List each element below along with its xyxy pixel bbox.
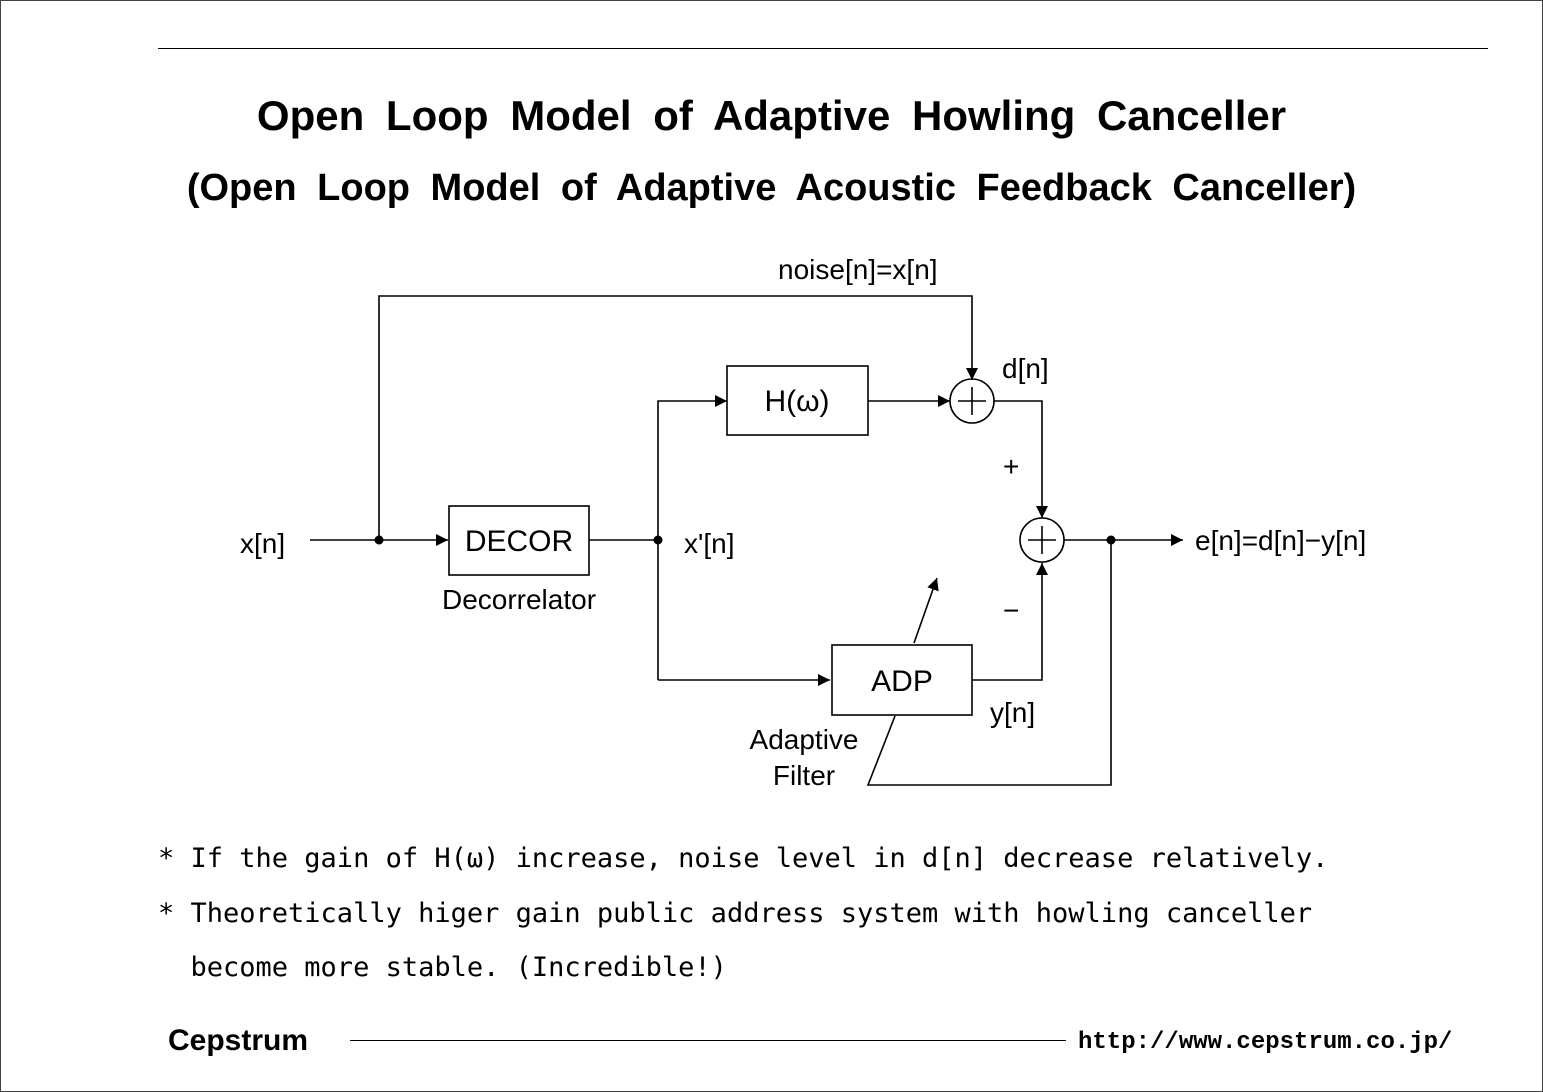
slide-title: Open Loop Model of Adaptive Howling Canc…: [256, 92, 1287, 139]
decor-branch-dot: [653, 535, 663, 545]
h-input-wire: [657, 395, 727, 680]
summing-junction-top: [949, 378, 995, 424]
y-signal-label: y[n]: [990, 697, 1035, 728]
decor-output-label: x'[n]: [684, 528, 734, 559]
input-branch-dot: [374, 535, 384, 545]
decor-caption: Decorrelator: [442, 584, 596, 615]
error-feedback-wire: [866, 540, 1112, 786]
slide-subtitle: (Open Loop Model of Adaptive Acoustic Fe…: [186, 167, 1357, 209]
adp-caption-line1: Adaptive: [750, 724, 859, 755]
adp-caption-line2: Filter: [773, 760, 835, 791]
decor-block-label: DECOR: [465, 525, 573, 558]
summing-junction-output: [1019, 517, 1065, 563]
plus-sign-label: +: [1003, 451, 1019, 482]
footer-rule: [350, 1040, 1066, 1041]
h-block-label: H(ω): [764, 385, 829, 418]
note-line-2: * Theoretically higer gain public addres…: [158, 898, 1313, 929]
note-line-1: * If the gain of H(ω) increase, noise le…: [158, 843, 1329, 874]
h-block: [726, 365, 869, 436]
y-signal-wire: [972, 563, 1048, 681]
top-rule: [158, 48, 1488, 49]
d-signal-wire: [994, 400, 1048, 518]
input-label: x[n]: [240, 528, 285, 559]
noise-path-wire: [378, 295, 978, 540]
output-branch-dot: [1106, 535, 1116, 545]
note-line-3: become more stable. (Incredible!): [158, 952, 727, 983]
adp-block-label: ADP: [871, 665, 933, 698]
noise-label: noise[n]=x[n]: [778, 254, 938, 285]
adp-block: [831, 644, 973, 716]
output-label: e[n]=d[n]−y[n]: [1195, 525, 1366, 556]
footer-url[interactable]: http://www.cepstrum.co.jp/: [1078, 1029, 1453, 1056]
minus-sign-label: −: [1003, 595, 1019, 626]
footer-brand: Cepstrum: [168, 1024, 309, 1057]
decor-block: [448, 505, 590, 576]
adaptation-arrow: [913, 577, 939, 644]
d-signal-label: d[n]: [1002, 353, 1049, 384]
